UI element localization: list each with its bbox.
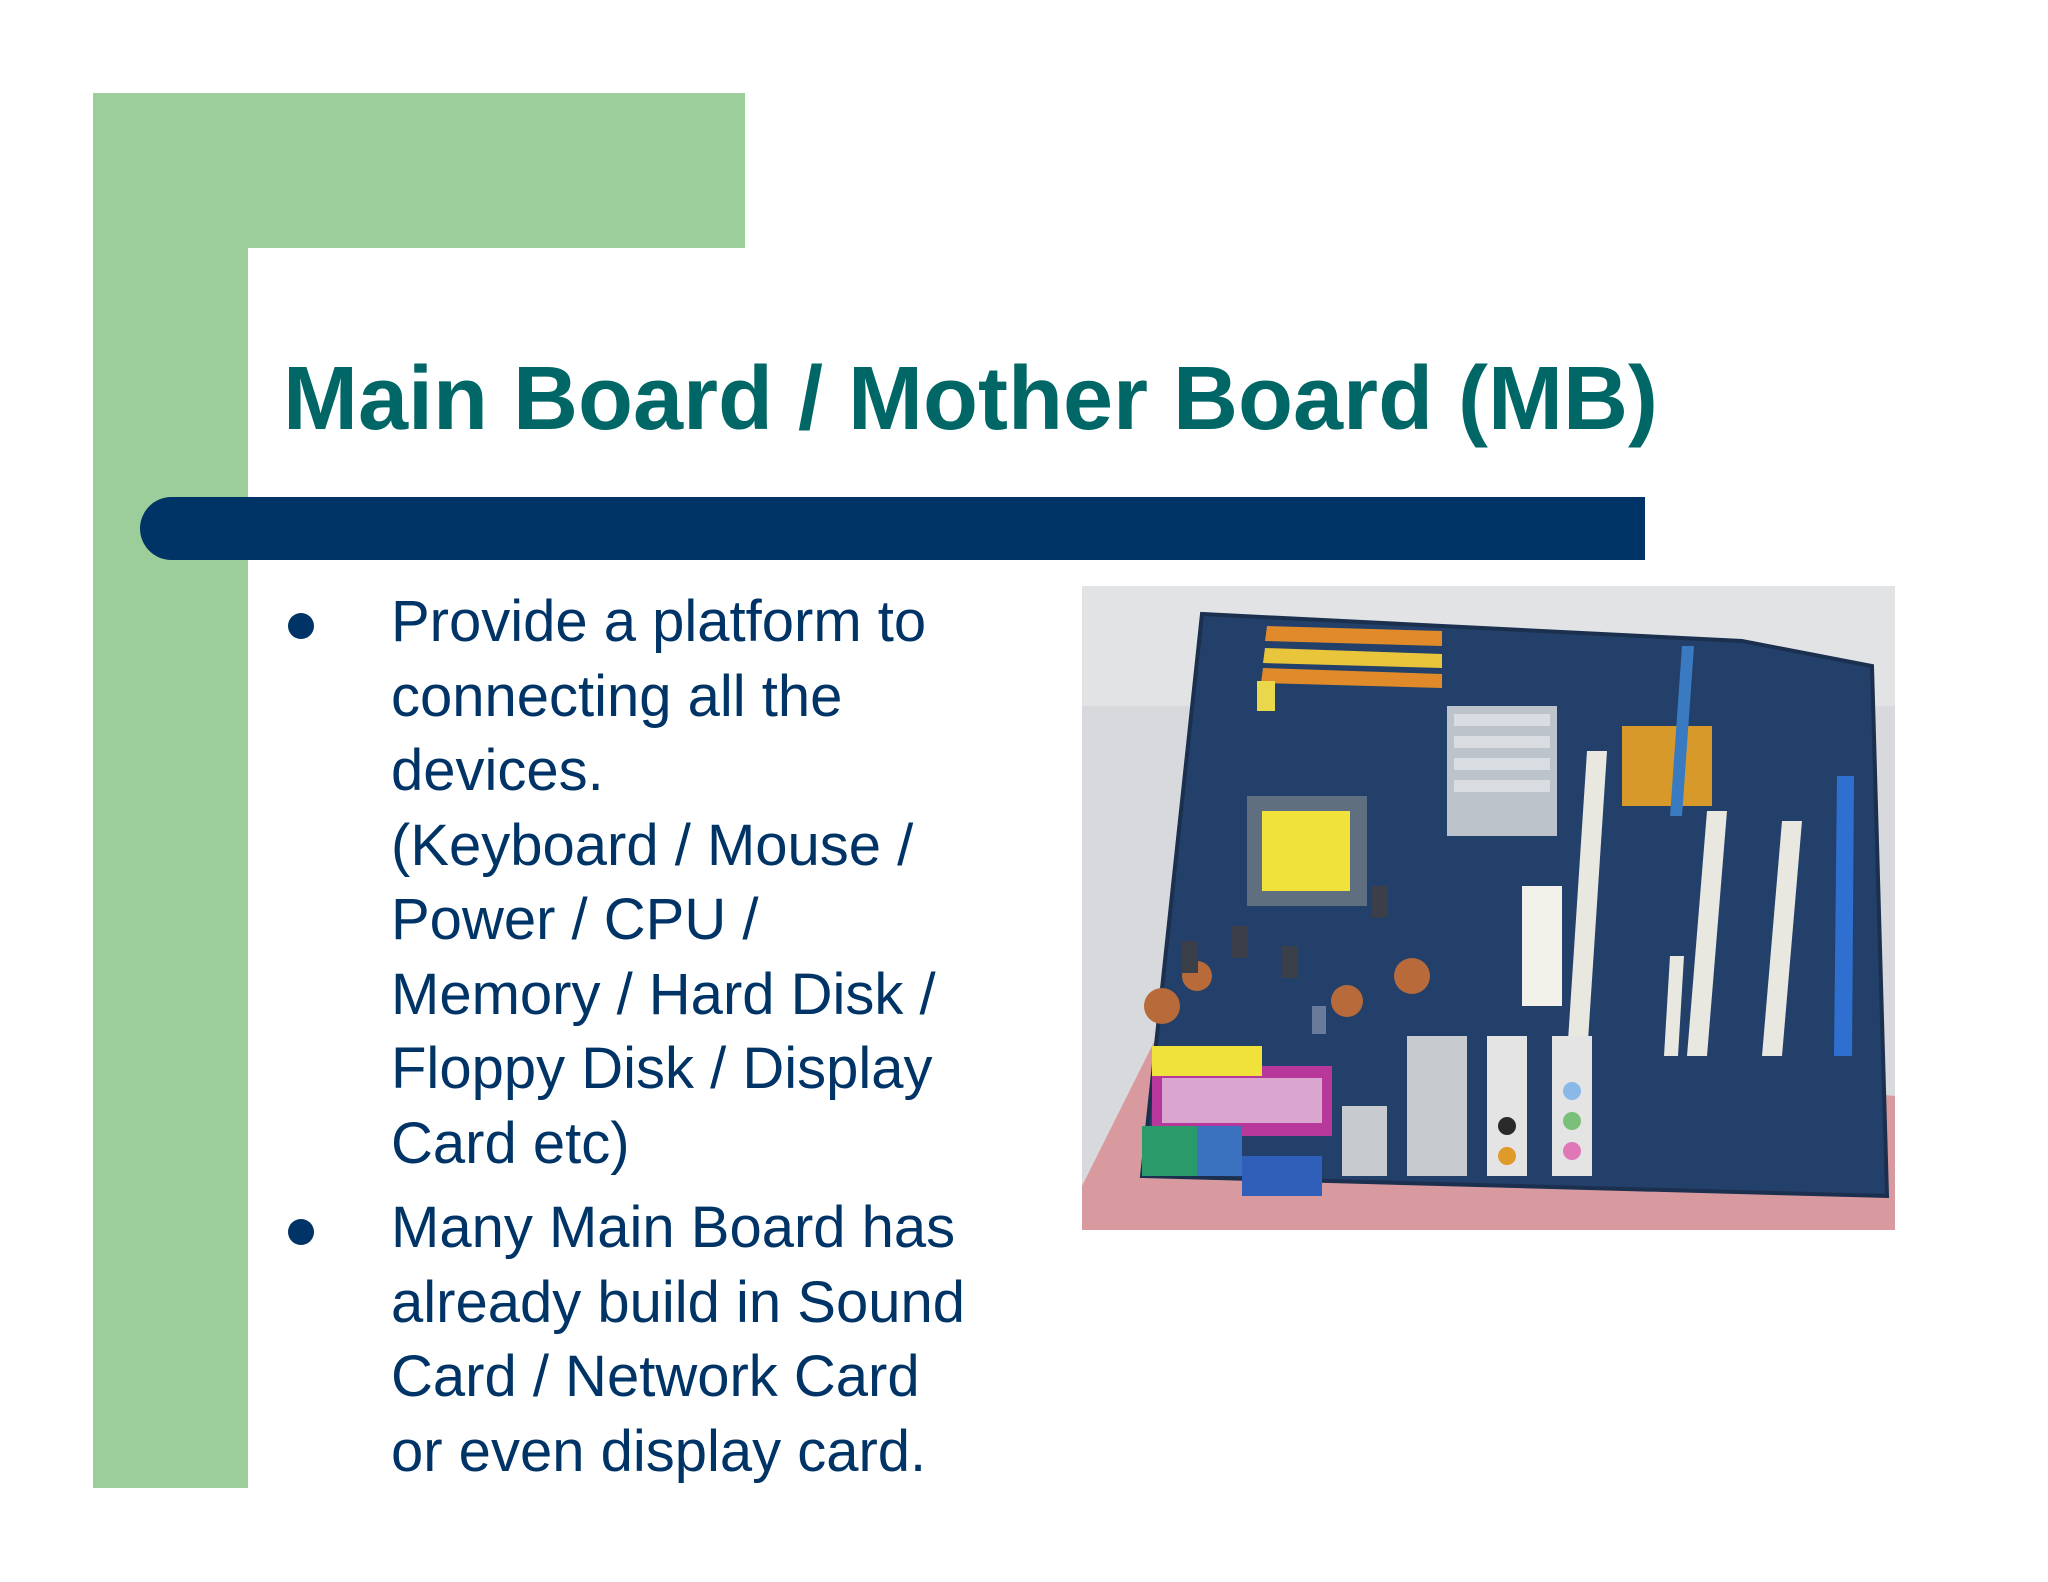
- slide-title: Main Board / Mother Board (MB): [283, 349, 1658, 449]
- decor-rounded-corner: [248, 248, 368, 368]
- decor-green-bar: [93, 93, 248, 1488]
- bullet-item: Provide a platform to connecting all the…: [283, 585, 1043, 1181]
- bullet-list: Provide a platform to connecting all the…: [283, 585, 1043, 1499]
- motherboard-photo: [1082, 586, 1895, 1230]
- title-underline-bar: [140, 497, 1645, 560]
- bullet-text: Provide a platform to connecting all the…: [391, 589, 936, 1176]
- bullet-text: Many Main Board has already build in Sou…: [391, 1195, 965, 1484]
- bullet-dot-icon: [288, 1219, 314, 1245]
- bullet-item: Many Main Board has already build in Sou…: [283, 1191, 1043, 1489]
- bullet-dot-icon: [288, 613, 314, 639]
